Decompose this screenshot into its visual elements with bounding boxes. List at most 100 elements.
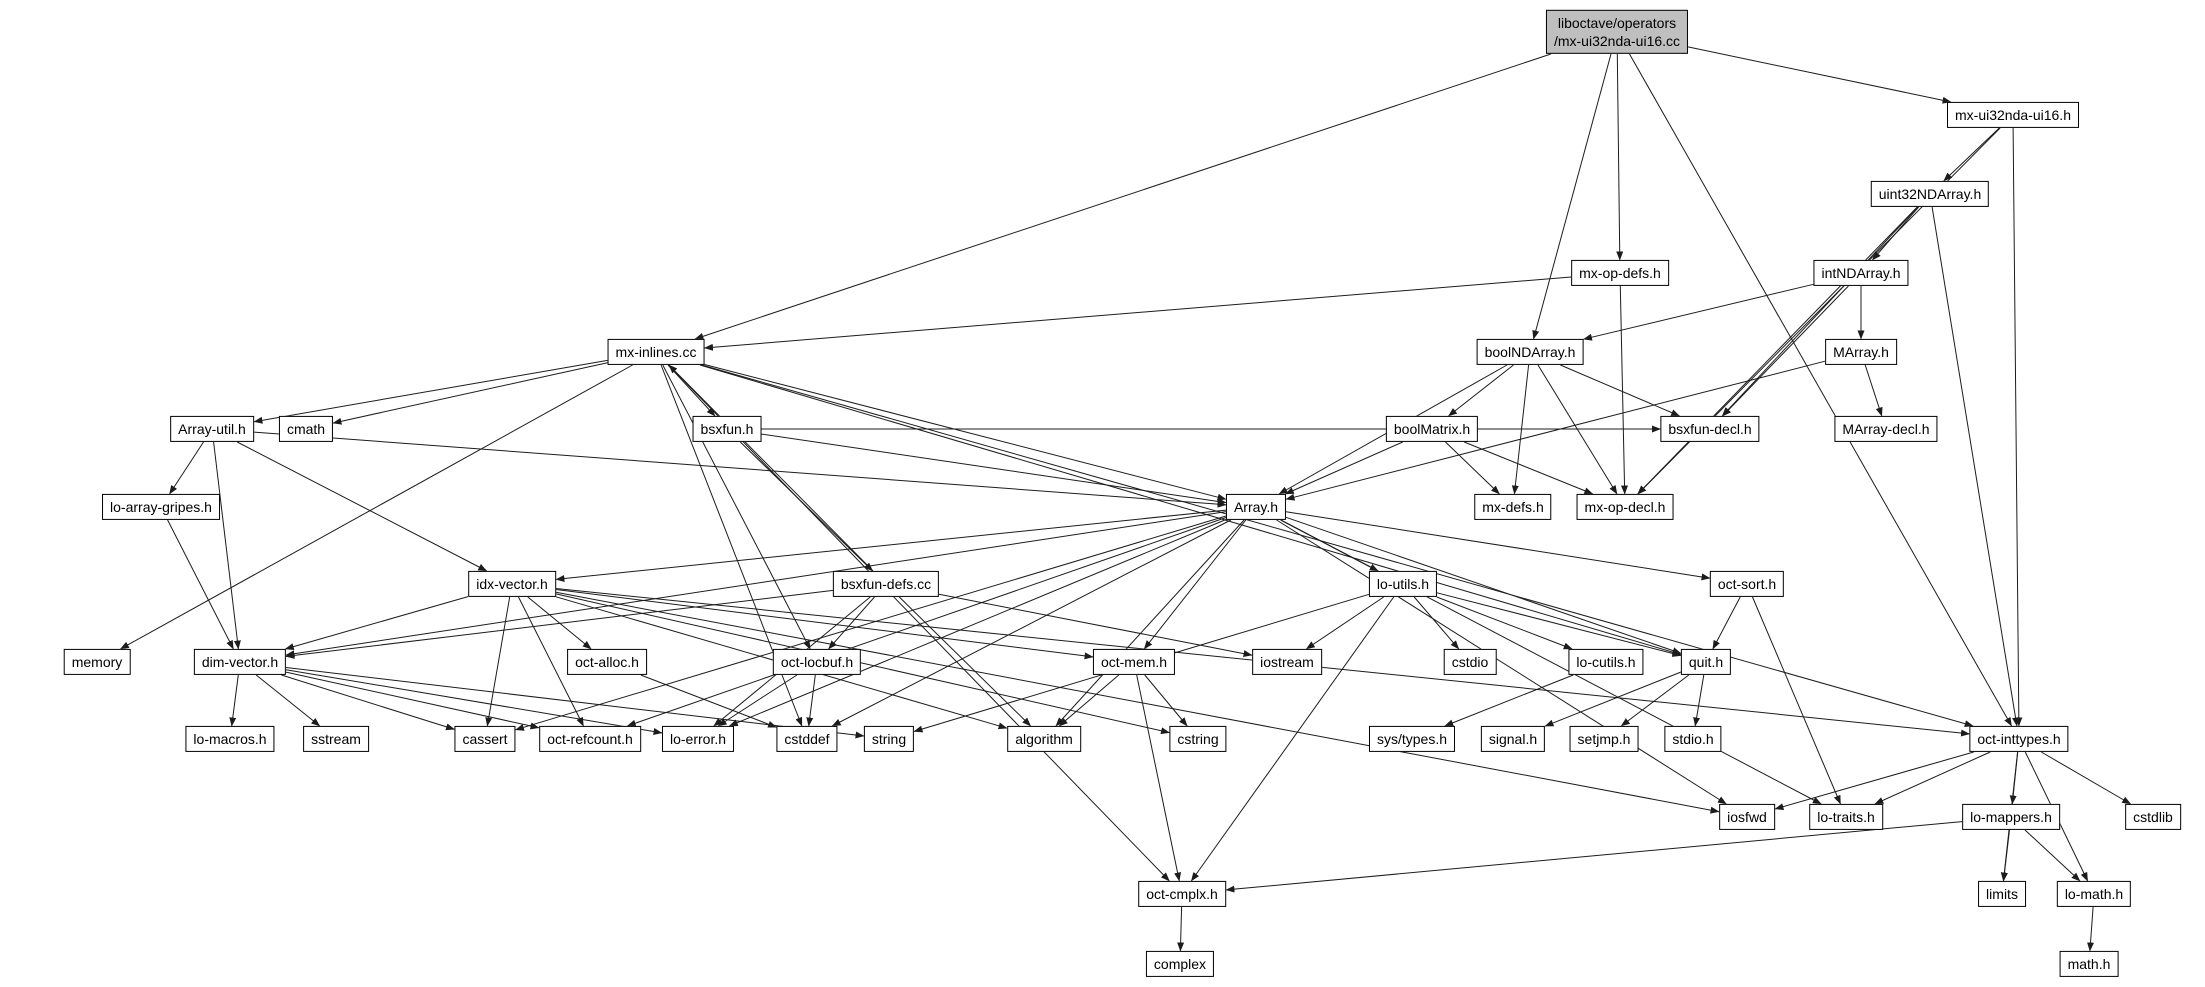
include-edge-mx_ui32nda_ui16_h-to-uint32NDArray_h xyxy=(1943,127,2000,182)
include-edge-lo_mappers_h-to-lo_math_h xyxy=(2024,829,2081,882)
include-edge-lo_mappers_h-to-limits xyxy=(2001,829,2010,882)
include-edge-uint32NDArray_h-to-bsxfun_decl_h xyxy=(1721,206,1919,417)
graph-node-oct_alloc_h[interactable]: oct-alloc.h xyxy=(567,648,647,676)
graph-node-mx_defs_h[interactable]: mx-defs.h xyxy=(1474,493,1552,521)
graph-node-lo_utils_h[interactable]: lo-utils.h xyxy=(1368,570,1438,598)
include-edge-root-to-mx_ui32nda_ui16_h xyxy=(1687,46,1952,104)
graph-node-cmath[interactable]: cmath xyxy=(278,415,334,443)
include-edge-root-to-mx_op_defs_h xyxy=(1616,53,1624,261)
graph-node-oct_sort_h[interactable]: oct-sort.h xyxy=(1709,570,1785,598)
graph-node-Array_util_h[interactable]: Array-util.h xyxy=(170,415,254,443)
include-edge-mx_inlines_cc-to-quit_h xyxy=(699,364,1682,656)
include-edge-quit_h-to-stdio_h xyxy=(1693,674,1705,727)
include-edge-mx_op_defs_h-to-mx_inlines_cc xyxy=(704,276,1572,351)
include-edge-oct_mem_h-to-algorithm xyxy=(1058,674,1120,727)
graph-node-cstdio[interactable]: cstdio xyxy=(1443,648,1497,676)
graph-node-MArray_h[interactable]: MArray.h xyxy=(1825,338,1897,366)
graph-node-lo_traits_h[interactable]: lo-traits.h xyxy=(1809,803,1883,831)
include-edge-boolMatrix_h-to-mx_op_decl_h xyxy=(1464,441,1594,495)
graph-node-string[interactable]: string xyxy=(863,725,915,753)
graph-node-root[interactable]: liboctave/operators/mx-ui32nda-ui16.cc xyxy=(1545,9,1689,55)
graph-node-lo_error_h[interactable]: lo-error.h xyxy=(661,725,735,753)
graph-node-limits[interactable]: limits xyxy=(1978,880,2026,908)
graph-node-cstddef[interactable]: cstddef xyxy=(776,725,838,753)
include-edge-mx_op_defs_h-to-mx_op_decl_h xyxy=(1619,285,1629,495)
graph-node-oct_locbuf_h[interactable]: oct-locbuf.h xyxy=(772,648,862,676)
include-edge-idx_vector_h-to-oct_mem_h xyxy=(555,589,1094,660)
include-edge-oct_locbuf_h-to-lo_error_h xyxy=(717,674,798,727)
include-edge-Array_h-to-oct_mem_h xyxy=(1143,519,1247,650)
graph-node-bsxfun_h[interactable]: bsxfun.h xyxy=(692,415,762,443)
graph-node-MArray_decl_h[interactable]: MArray-decl.h xyxy=(1834,415,1938,443)
graph-node-intNDArray_h[interactable]: intNDArray.h xyxy=(1813,259,1909,287)
include-edge-mx_inlines_cc-to-oct_cmplx_h xyxy=(668,364,1170,882)
include-edge-root-to-oct_inttypes_h xyxy=(1629,53,2013,727)
graph-node-cassert[interactable]: cassert xyxy=(454,725,516,753)
include-edge-idx_vector_h-to-cstring xyxy=(555,593,1170,735)
graph-node-boolMatrix_h[interactable]: boolMatrix.h xyxy=(1385,415,1479,443)
include-edge-Array_util_h-to-idx_vector_h xyxy=(236,441,488,572)
include-edge-bsxfun_defs_cc-to-oct_locbuf_h xyxy=(828,596,875,650)
include-edge-idx_vector_h-to-oct_alloc_h xyxy=(527,596,592,650)
include-edge-Array_util_h-to-lo_array_gripes_h xyxy=(169,441,204,495)
graph-node-sys_types_h[interactable]: sys/types.h xyxy=(1368,725,1456,753)
include-edge-uint32NDArray_h-to-intNDArray_h xyxy=(1872,206,1919,261)
graph-node-lo_macros_h[interactable]: lo-macros.h xyxy=(185,725,275,753)
graph-node-bsxfun_defs_cc[interactable]: bsxfun-defs.cc xyxy=(832,570,940,598)
graph-node-mx_op_decl_h[interactable]: mx-op-decl.h xyxy=(1576,493,1674,521)
graph-node-oct_refcount_h[interactable]: oct-refcount.h xyxy=(539,725,641,753)
include-edge-lo_utils_h-to-quit_h xyxy=(1436,592,1682,657)
include-edge-oct_sort_h-to-quit_h xyxy=(1712,596,1741,650)
graph-node-sstream[interactable]: sstream xyxy=(303,725,369,753)
graph-node-boolNDArray_h[interactable]: boolNDArray.h xyxy=(1476,338,1584,366)
graph-node-memory[interactable]: memory xyxy=(63,648,131,676)
graph-node-setjmp_h[interactable]: setjmp.h xyxy=(1569,725,1639,753)
include-edge-oct_inttypes_h-to-cstdlib xyxy=(2041,751,2132,805)
graph-node-idx_vector_h[interactable]: idx-vector.h xyxy=(468,570,556,598)
include-edge-mx_inlines_cc-to-cmath xyxy=(332,362,608,425)
include-edge-MArray_h-to-Array_h xyxy=(1285,360,1826,501)
graph-node-quit_h[interactable]: quit.h xyxy=(1680,648,1732,676)
graph-node-Array_h[interactable]: Array.h xyxy=(1225,493,1287,521)
graph-node-lo_math_h[interactable]: lo-math.h xyxy=(2056,880,2132,908)
graph-node-oct_cmplx_h[interactable]: oct-cmplx.h xyxy=(1138,880,1226,908)
include-edge-quit_h-to-signal_h xyxy=(1544,671,1682,727)
graph-node-complex[interactable]: complex xyxy=(1145,950,1215,978)
include-edge-intNDArray_h-to-boolNDArray_h xyxy=(1583,283,1814,341)
graph-node-mx_ui32nda_ui16_h[interactable]: mx-ui32nda-ui16.h xyxy=(1947,101,2079,129)
include-edge-oct_sort_h-to-lo_traits_h xyxy=(1752,596,1841,805)
include-edge-Array_h-to-dim_vector_h xyxy=(285,511,1227,658)
graph-node-signal_h[interactable]: signal.h xyxy=(1480,725,1546,753)
include-edge-lo_math_h-to-math_h xyxy=(2087,906,2095,952)
include-edge-Array_util_h-to-dim_vector_h xyxy=(213,441,241,650)
graph-node-oct_inttypes_h[interactable]: oct-inttypes.h xyxy=(1969,725,2069,753)
graph-node-lo_mappers_h[interactable]: lo-mappers.h xyxy=(1962,803,2060,831)
graph-node-iostream[interactable]: iostream xyxy=(1252,648,1322,676)
include-edge-boolNDArray_h-to-boolMatrix_h xyxy=(1448,364,1514,417)
include-edge-lo_mappers_h-to-oct_cmplx_h xyxy=(1225,821,1963,893)
graph-node-iosfwd[interactable]: iosfwd xyxy=(1719,803,1775,831)
include-edge-lo_utils_h-to-iostream xyxy=(1305,596,1384,650)
graph-node-lo_cutils_h[interactable]: lo-cutils.h xyxy=(1568,648,1644,676)
graph-node-uint32NDArray_h[interactable]: uint32NDArray.h xyxy=(1870,180,1990,208)
graph-node-cstdlib[interactable]: cstdlib xyxy=(2125,803,2181,831)
graph-node-mx_inlines_cc[interactable]: mx-inlines.cc xyxy=(607,338,705,366)
include-edge-oct_alloc_h-to-cstddef xyxy=(640,674,777,728)
graph-node-cstring[interactable]: cstring xyxy=(1169,725,1227,753)
graph-node-algorithm[interactable]: algorithm xyxy=(1007,725,1081,753)
include-edge-boolNDArray_h-to-bsxfun_decl_h xyxy=(1560,364,1681,417)
graph-node-mx_op_defs_h[interactable]: mx-op-defs.h xyxy=(1571,259,1669,287)
graph-node-oct_mem_h[interactable]: oct-mem.h xyxy=(1092,648,1176,676)
graph-node-lo_array_gripes_h[interactable]: lo-array-gripes.h xyxy=(102,493,220,521)
include-edge-Array_h-to-idx_vector_h xyxy=(555,509,1227,583)
graph-node-bsxfun_decl_h[interactable]: bsxfun-decl.h xyxy=(1660,415,1760,443)
graph-node-dim_vector_h[interactable]: dim-vector.h xyxy=(193,648,287,676)
include-edge-root-to-boolNDArray_h xyxy=(1532,53,1612,340)
graph-node-math_h[interactable]: math.h xyxy=(2059,950,2119,978)
include-edge-mx_ui32nda_ui16_h-to-oct_inttypes_h xyxy=(2012,127,2023,727)
include-edge-oct_inttypes_h-to-iosfwd xyxy=(1774,751,1974,811)
include-edge-idx_vector_h-to-iosfwd xyxy=(555,591,1720,814)
graph-node-stdio_h[interactable]: stdio.h xyxy=(1664,725,1722,753)
